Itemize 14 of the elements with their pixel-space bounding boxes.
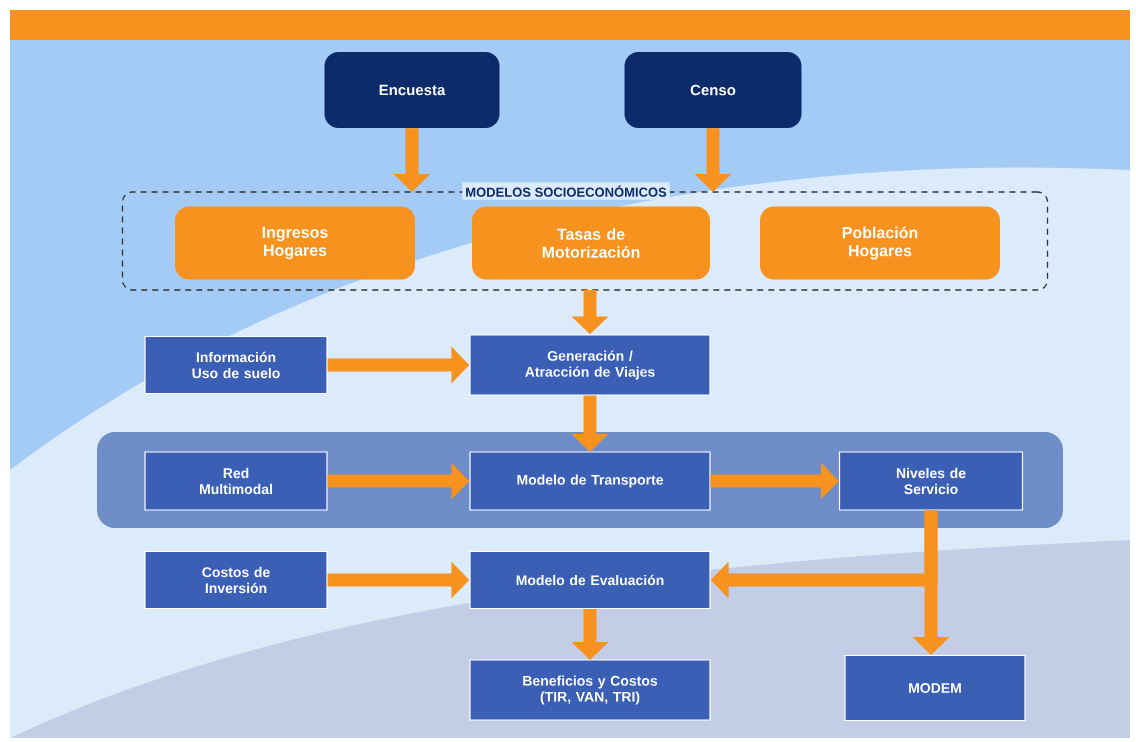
process-box: Modelo de Transporte <box>469 451 711 511</box>
process-box: Información Uso de suelo <box>144 335 328 395</box>
process-box: Beneficios y Costos (TIR, VAN, TRI) <box>469 659 711 721</box>
model-box: Población Hogares <box>760 206 1000 280</box>
source-box: Censo <box>624 52 802 128</box>
source-box: Encuesta <box>324 52 500 128</box>
model-box: Tasas de Motorización <box>472 206 710 280</box>
process-box: Modelo de Evaluación <box>469 550 711 610</box>
process-box: Red Multimodal <box>144 451 328 511</box>
process-box: MODEM <box>844 654 1026 722</box>
model-box: Ingresos Hogares <box>175 206 415 280</box>
process-box: Costos de Inversión <box>144 550 328 610</box>
process-box: Niveles de Servicio <box>838 451 1024 511</box>
process-box: Generación / Atracción de Viajes <box>469 334 711 396</box>
